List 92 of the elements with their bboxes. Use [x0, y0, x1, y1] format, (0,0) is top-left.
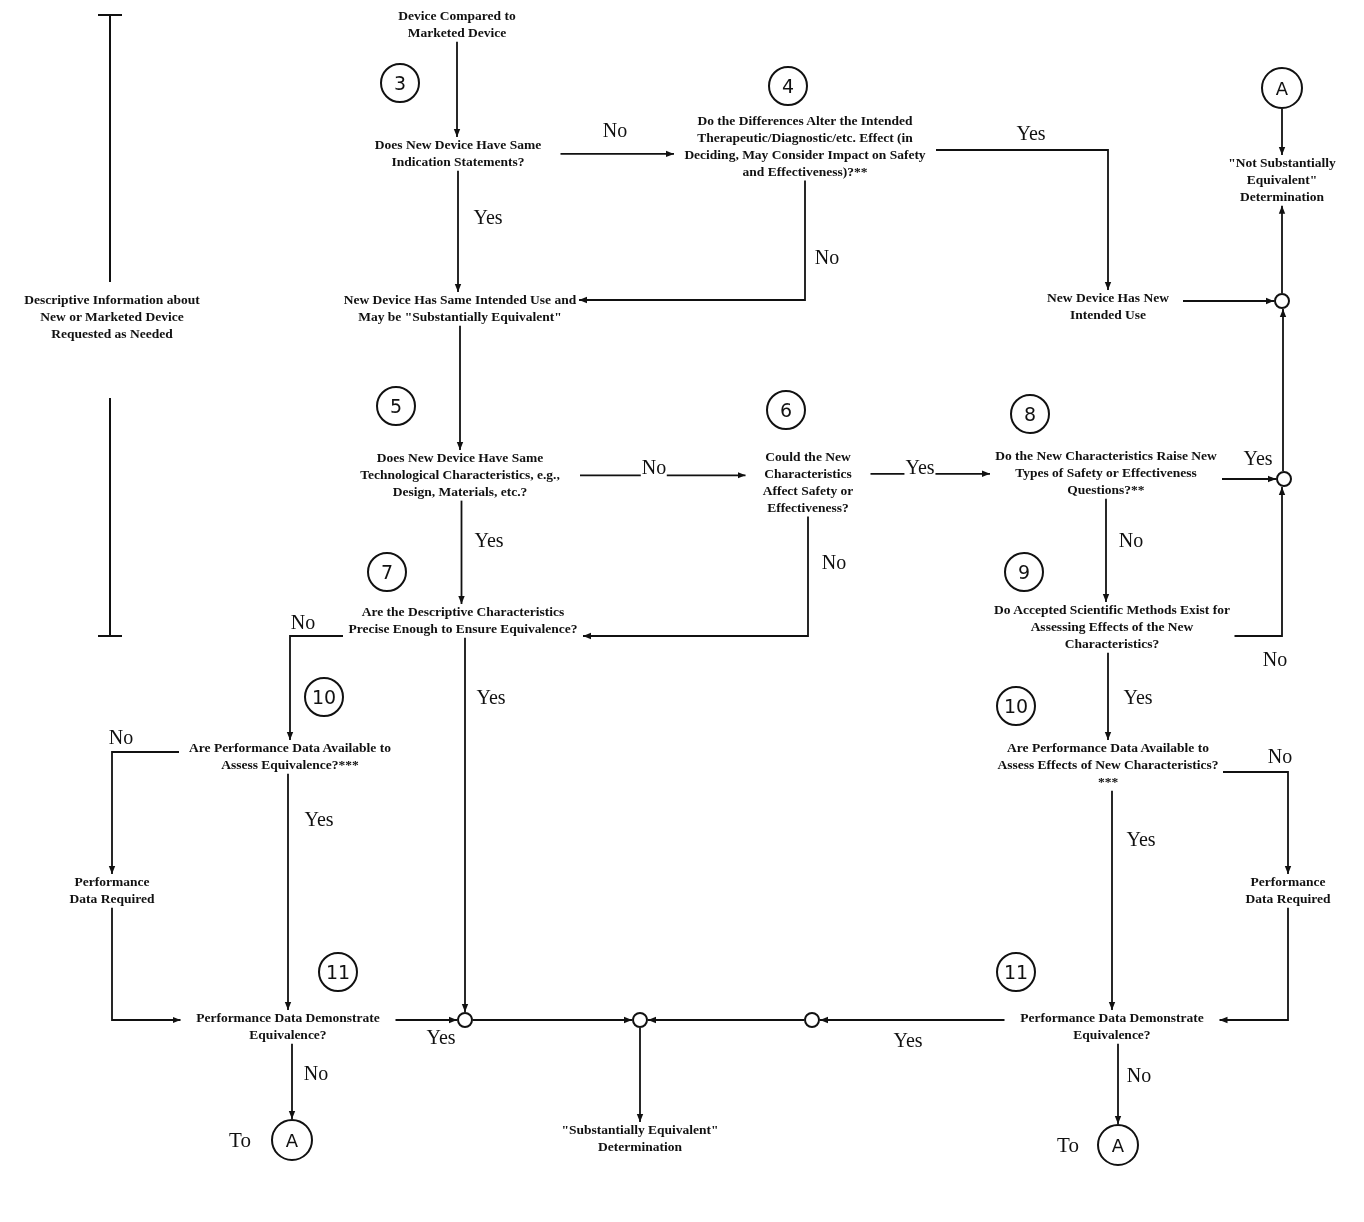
edge-label: Yes: [472, 207, 504, 227]
flow-step-text: Performance Data Required: [69, 874, 155, 908]
flow-step-text: Are Performance Data Available to Assess Effects of New Characteristics?***: [993, 740, 1223, 791]
edge-label: No: [640, 457, 668, 477]
arrow: [458, 499, 465, 605]
flow-step-text: Are the Descriptive Characteristics Precise Enough to Ensure Equivalence?: [343, 604, 583, 638]
edge-label: Yes: [1122, 687, 1154, 707]
step-number: 11: [318, 952, 358, 992]
connector-circle: A: [1097, 1124, 1139, 1166]
junction-circle: [632, 1012, 648, 1028]
step-number: 4: [768, 66, 808, 106]
flow-step-text: "Substantially Equivalent" Determination: [545, 1122, 735, 1156]
arrow: [461, 636, 469, 1013]
arrow: [1222, 771, 1292, 875]
edge-label: Yes: [473, 530, 505, 550]
arrow: [108, 751, 180, 875]
edge-label: Yes: [425, 1027, 457, 1047]
step-number: 3: [380, 63, 420, 103]
step-number: 10: [304, 677, 344, 717]
arrow: [456, 324, 464, 451]
arrow: [1108, 789, 1116, 1011]
step-caption: To: [1057, 1132, 1079, 1158]
arrow: [647, 1016, 805, 1024]
arrow: [935, 149, 1112, 291]
edge-label: Yes: [1242, 448, 1274, 468]
flow-step-text: New Device Has New Intended Use: [1033, 290, 1183, 324]
junction-circle: [457, 1012, 473, 1028]
flow-step-text: Do Accepted Scientific Methods Exist for Assessing Effects of the New Characteristics?: [989, 602, 1235, 653]
arrow: [284, 772, 292, 1011]
step-number: 9: [1004, 552, 1044, 592]
edge-label: Yes: [303, 809, 335, 829]
arrow: [582, 515, 809, 640]
arrow: [286, 635, 344, 741]
arrow: [1278, 204, 1286, 294]
arrow: [1221, 475, 1277, 483]
flow-step-text: "Not Substantially Equivalent" Determination: [1217, 155, 1347, 206]
flow-step-text: Performance Data Required: [1245, 874, 1331, 908]
edge-label: No: [1125, 1065, 1153, 1085]
edge-label: No: [1261, 649, 1289, 669]
arrow: [1102, 497, 1110, 603]
edge-label: Yes: [892, 1030, 924, 1050]
arrow: [1182, 297, 1275, 305]
edge-label: Yes: [475, 687, 507, 707]
edge-label: Yes: [1015, 123, 1047, 143]
arrow: [1218, 906, 1289, 1024]
flow-step-text: Performance Data Demonstrate Equivalence?: [180, 1010, 396, 1044]
edge-label: Yes: [904, 457, 936, 477]
flow-step-text: Does New Device Have Same Indication Statements?: [355, 137, 561, 171]
junction-circle: [1274, 293, 1290, 309]
edge-label: No: [1117, 530, 1145, 550]
arrow: [1114, 1042, 1122, 1125]
flow-step-text: New Device Has Same Intended Use and May be "Substantially Equivalent": [341, 292, 579, 326]
arrow: [578, 179, 806, 304]
edge-label: No: [813, 247, 841, 267]
flow-step-text: Do the New Characteristics Raise New Types of Safety or Effectiveness Questions?**: [990, 448, 1222, 499]
edge-label: No: [107, 727, 135, 747]
edge-label: No: [1266, 746, 1294, 766]
junction-circle: [804, 1012, 820, 1028]
arrow: [559, 150, 675, 158]
arrow: [454, 169, 462, 293]
arrow: [819, 1016, 1006, 1024]
arrow: [1278, 108, 1286, 156]
flow-step-text: Performance Data Demonstrate Equivalence?: [1004, 1010, 1220, 1044]
step-number: 5: [376, 386, 416, 426]
edge-label: No: [302, 1063, 330, 1083]
edge-label: Yes: [1125, 829, 1157, 849]
arrow: [288, 1042, 296, 1120]
flow-step-text: Could the New Characteristics Affect Safety or Effectiveness?: [745, 449, 871, 517]
arrow: [1233, 486, 1286, 637]
step-number: 10: [996, 686, 1036, 726]
flow-step-text: Are Performance Data Available to Assess Equivalence?***: [179, 740, 401, 774]
flow-step-text: Device Compared to Marketed Device: [382, 8, 532, 42]
flow-step-text: Does New Device Have Same Technological Characteristics, e.g., Design, Materials, etc.?: [340, 450, 580, 501]
connector-circle: A: [271, 1119, 313, 1161]
junction-circle: [1276, 471, 1292, 487]
flow-step-text: Do the Differences Alter the Intended Therapeutic/Diagnostic/etc. Effect (in Deciding, May Consider Impact on Safety and Effectiveness)?**: [674, 113, 936, 181]
step-number: 7: [367, 552, 407, 592]
step-number: 11: [996, 952, 1036, 992]
edge-label: No: [601, 120, 629, 140]
arrow: [394, 1016, 458, 1024]
arrow: [1279, 308, 1287, 472]
arrow: [636, 1027, 644, 1123]
arrow: [111, 906, 182, 1024]
step-number: 6: [766, 390, 806, 430]
arrow: [472, 1016, 633, 1024]
arrow: [1104, 651, 1112, 741]
step-caption: To: [229, 1127, 251, 1153]
step-number: 8: [1010, 394, 1050, 434]
edge-label: No: [289, 612, 317, 632]
connector-circle: A: [1261, 67, 1303, 109]
edge-label: No: [820, 552, 848, 572]
arrow: [453, 40, 461, 138]
